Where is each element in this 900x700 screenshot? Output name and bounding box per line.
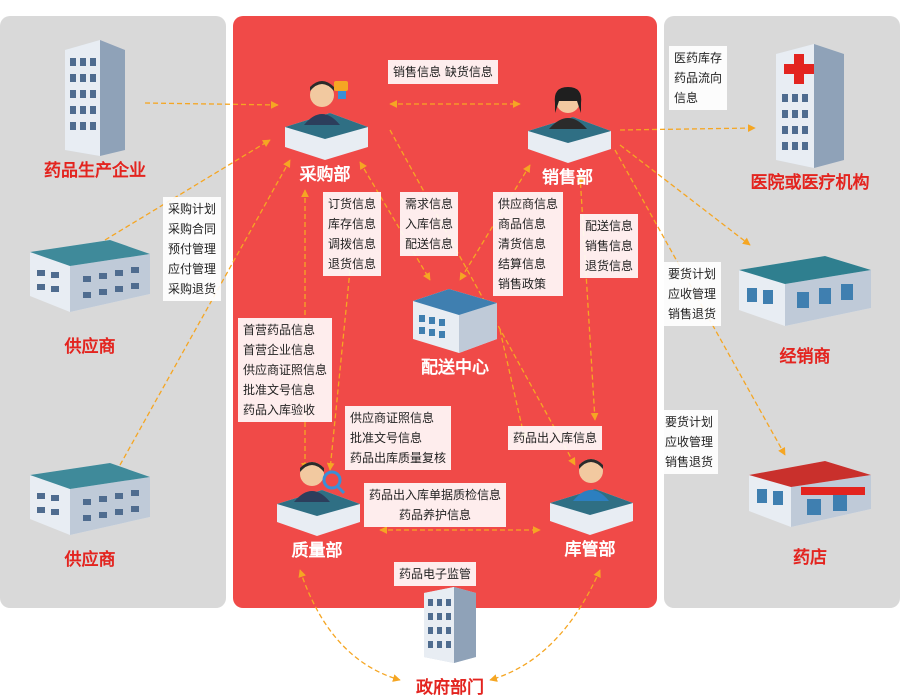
flow-text: 批准文号信息 bbox=[350, 431, 423, 445]
flow-delivery: 配送信息 销售信息 退货信息 bbox=[580, 214, 639, 278]
node-quality: 质量部 bbox=[262, 458, 372, 561]
flow-quality-purchase: 首营药品信息 首营企业信息 供应商证照信息 批准文号信息 药品入库验收 bbox=[238, 318, 333, 422]
label-purchasing: 采购部 bbox=[299, 165, 351, 185]
node-distributor: 经销商 bbox=[730, 248, 880, 367]
label-supplier-2: 供应商 bbox=[64, 550, 116, 570]
flow-hospital-info: 医药库存 药品流向 信息 bbox=[669, 46, 728, 110]
person-at-desk-icon bbox=[277, 462, 360, 536]
label-distribution: 配送中心 bbox=[421, 358, 489, 378]
label-government: 政府部门 bbox=[416, 678, 484, 698]
flow-text: 应收管理 bbox=[665, 435, 714, 449]
flow-supplier-purchase: 采购计划 采购合同 预付管理 应付管理 采购退货 bbox=[163, 197, 222, 301]
node-supplier-1: 供应商 bbox=[20, 232, 160, 357]
node-warehouse: 库管部 bbox=[535, 455, 645, 560]
office-building-icon bbox=[424, 587, 476, 663]
flow-demand: 需求信息 入库信息 配送信息 bbox=[400, 192, 459, 256]
flow-text: 清货信息 bbox=[498, 237, 547, 251]
warehouse-building-icon bbox=[413, 289, 497, 353]
flow-text: 销售信息 bbox=[585, 239, 634, 253]
flow-distributor-info: 要货计划 应收管理 销售退货 bbox=[663, 262, 722, 326]
flow-purchase-sales: 销售信息 缺货信息 bbox=[388, 60, 498, 84]
flow-text: 退货信息 bbox=[585, 259, 634, 273]
flow-text: 要货计划 bbox=[668, 267, 717, 281]
flow-text: 结算信息 bbox=[498, 257, 547, 271]
person-at-desk-icon bbox=[285, 81, 368, 160]
flow-text: 药品电子监管 bbox=[399, 567, 472, 581]
flow-text: 供应商信息 bbox=[498, 197, 559, 211]
label-pharmacy: 药店 bbox=[793, 548, 827, 568]
flow-text: 采购计划 bbox=[168, 202, 217, 216]
flow-quality-warehouse: 药品出入库单据质检信息 药品养护信息 bbox=[364, 483, 507, 527]
flow-text: 配送信息 bbox=[585, 219, 634, 233]
person-at-desk-icon bbox=[550, 459, 633, 535]
label-sales: 销售部 bbox=[542, 168, 593, 188]
store-building-icon bbox=[739, 256, 871, 326]
node-supplier-2: 供应商 bbox=[20, 455, 160, 570]
office-building-icon bbox=[65, 40, 125, 156]
flow-text: 销售信息 缺货信息 bbox=[393, 65, 493, 79]
flow-text: 药品入库验收 bbox=[243, 403, 316, 417]
flow-pharmacy-info: 要货计划 应收管理 销售退货 bbox=[660, 410, 719, 474]
flow-gov: 药品电子监管 bbox=[394, 562, 477, 586]
pharmacy-building-icon bbox=[749, 461, 871, 527]
label-hospital: 医院或医疗机构 bbox=[750, 173, 870, 193]
label-quality: 质量部 bbox=[291, 541, 343, 561]
flow-text: 需求信息 bbox=[405, 197, 454, 211]
label-supplier-1: 供应商 bbox=[64, 337, 116, 357]
factory-building-icon bbox=[30, 240, 150, 312]
flow-text: 商品信息 bbox=[498, 217, 547, 231]
flow-text: 入库信息 bbox=[405, 217, 454, 231]
flow-text: 药品养护信息 bbox=[399, 508, 472, 522]
node-manufacturer: 药品生产企业 bbox=[20, 38, 170, 181]
node-hospital: 医院或医疗机构 bbox=[730, 40, 890, 193]
flow-text: 销售退货 bbox=[668, 307, 717, 321]
node-pharmacy: 药店 bbox=[740, 455, 880, 568]
factory-building-icon bbox=[30, 463, 150, 535]
flow-text: 药品出入库信息 bbox=[513, 431, 598, 445]
flow-text: 库存信息 bbox=[328, 217, 377, 231]
flow-text: 批准文号信息 bbox=[243, 383, 316, 397]
flow-warehouse-sales: 药品出入库信息 bbox=[508, 426, 603, 450]
flow-text: 采购退货 bbox=[168, 282, 217, 296]
flow-text: 应付管理 bbox=[168, 262, 217, 276]
flow-text: 调拨信息 bbox=[328, 237, 377, 251]
label-manufacturer: 药品生产企业 bbox=[44, 161, 146, 181]
flow-text: 采购合同 bbox=[168, 222, 217, 236]
flow-text: 配送信息 bbox=[405, 237, 454, 251]
node-distribution: 配送中心 bbox=[405, 285, 505, 378]
flow-text: 药品出入库单据质检信息 bbox=[369, 488, 502, 502]
flow-text: 药品出库质量复核 bbox=[350, 451, 447, 465]
hospital-building-icon bbox=[776, 44, 844, 168]
label-warehouse: 库管部 bbox=[564, 540, 616, 560]
flow-text: 供应商证照信息 bbox=[243, 363, 328, 377]
flow-text: 要货计划 bbox=[665, 415, 714, 429]
flow-text: 应收管理 bbox=[668, 287, 717, 301]
flow-text: 首营药品信息 bbox=[243, 323, 316, 337]
flow-purchase-dist: 订货信息 库存信息 调拨信息 退货信息 bbox=[323, 192, 382, 276]
flow-text: 供应商证照信息 bbox=[350, 411, 435, 425]
flow-text: 首营企业信息 bbox=[243, 343, 316, 357]
label-distributor: 经销商 bbox=[779, 347, 831, 367]
flow-text: 退货信息 bbox=[328, 257, 377, 271]
flow-sales-dist: 供应商信息 商品信息 清货信息 结算信息 销售政策 bbox=[493, 192, 564, 296]
person-at-desk-icon bbox=[527, 87, 611, 163]
flow-text: 医药库存 bbox=[674, 51, 723, 65]
flow-text: 销售退货 bbox=[665, 455, 714, 469]
flow-text: 销售政策 bbox=[498, 277, 547, 291]
node-government: 政府部门 bbox=[400, 585, 500, 698]
node-purchasing: 采购部 bbox=[270, 75, 380, 185]
flow-text: 订货信息 bbox=[328, 197, 377, 211]
flow-text: 预付管理 bbox=[168, 242, 217, 256]
node-sales: 销售部 bbox=[515, 85, 620, 188]
flow-text: 信息 bbox=[674, 91, 699, 105]
flow-quality-center: 供应商证照信息 批准文号信息 药品出库质量复核 bbox=[345, 406, 452, 470]
flow-text: 药品流向 bbox=[674, 71, 723, 85]
